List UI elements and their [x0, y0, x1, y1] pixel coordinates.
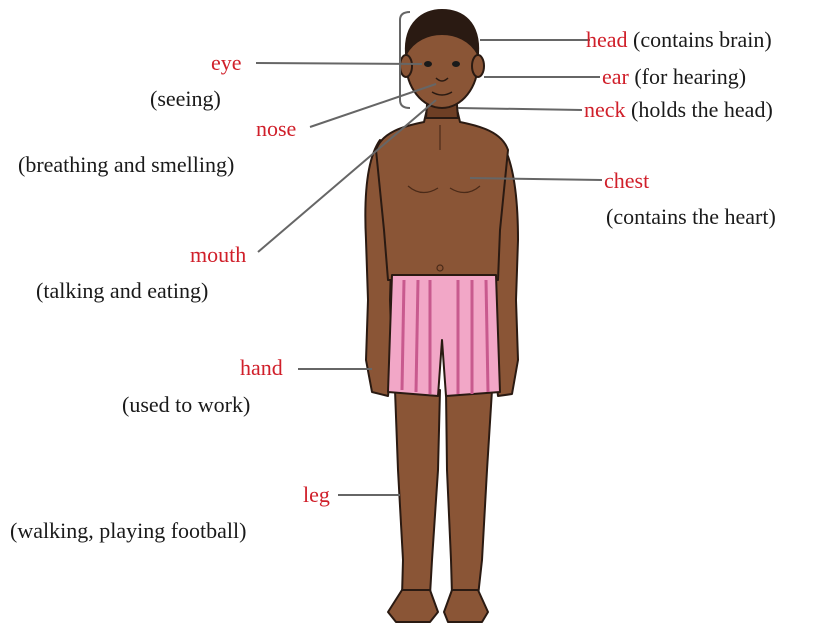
- eye-right: [452, 61, 460, 67]
- label-neck-desc: (holds the head): [631, 97, 773, 122]
- label-chest-desc: (contains the heart): [606, 204, 776, 230]
- label-head-group: head (contains brain): [586, 27, 772, 53]
- label-hand-desc: (used to work): [122, 392, 250, 418]
- label-head: head: [586, 27, 628, 52]
- label-head-desc: (contains brain): [633, 27, 772, 52]
- label-nose-desc: (breathing and smelling): [18, 152, 234, 178]
- boy-figure: [365, 10, 518, 622]
- neck-line: [458, 108, 582, 110]
- left-leg: [395, 390, 440, 596]
- label-leg-desc: (walking, playing football): [10, 518, 246, 544]
- label-hand: hand: [240, 355, 283, 381]
- label-ear-group: ear (for hearing): [602, 64, 746, 90]
- label-chest: chest: [604, 168, 649, 194]
- ear-left: [400, 55, 412, 77]
- label-eye: eye: [211, 50, 242, 76]
- label-neck: neck: [584, 97, 626, 122]
- nose-line: [310, 84, 436, 127]
- label-ear: ear: [602, 64, 629, 89]
- label-leg: leg: [303, 482, 330, 508]
- label-mouth: mouth: [190, 242, 246, 268]
- label-nose: nose: [256, 116, 296, 142]
- right-foot: [444, 590, 488, 622]
- ear-right: [472, 55, 484, 77]
- torso: [376, 105, 508, 280]
- right-leg: [446, 390, 492, 596]
- label-mouth-desc: (talking and eating): [36, 278, 208, 304]
- eye-line: [256, 63, 422, 64]
- label-eye-desc: (seeing): [150, 86, 221, 112]
- label-neck-group: neck (holds the head): [584, 97, 773, 123]
- left-foot: [388, 590, 438, 622]
- label-ear-desc: (for hearing): [634, 64, 746, 89]
- eye-left: [424, 61, 432, 67]
